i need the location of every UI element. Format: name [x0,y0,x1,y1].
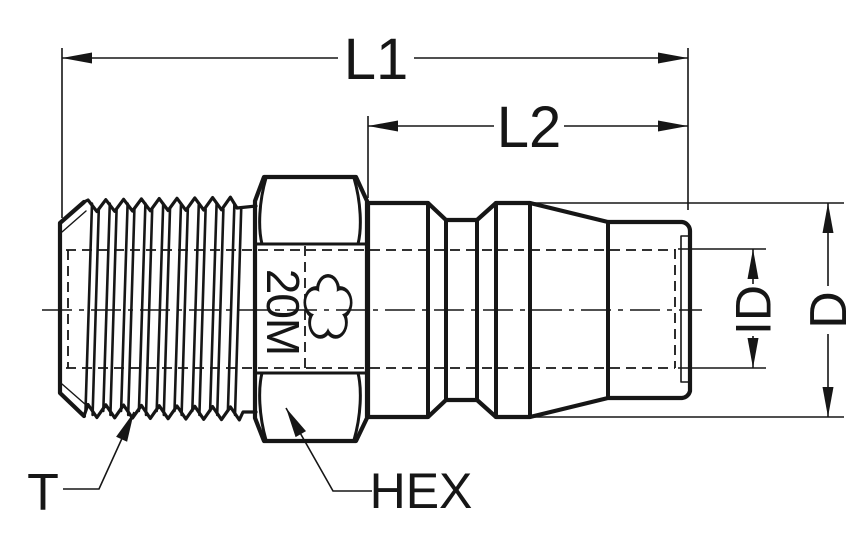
arrow-id-bottom [747,338,759,368]
dim-label-d: D [800,291,858,329]
callout-label-hex: HEX [370,463,473,519]
flower-logo-petal [319,277,337,302]
leader-line-t [63,411,135,490]
coupling-plug-outline [57,174,693,444]
callout-label-t: T [27,464,59,522]
leader-line-hex [285,407,372,492]
dim-label-l2: L2 [497,95,562,160]
arrow-d-top [822,203,834,233]
plug-body [365,200,693,420]
arrow-leader-hex [286,408,306,438]
flower-logo-petal [318,294,338,322]
hex-face-edges [258,176,362,442]
tail-inner-step [680,235,690,383]
arrow-l2-right [658,120,688,132]
dimension-arrowheads [62,52,834,442]
arrow-d-bottom [822,387,834,417]
arrow-l1-left [62,52,92,64]
thread-flank-lines [84,202,243,417]
arrow-leader-t [116,412,134,442]
hex-body [252,174,370,444]
arrow-l2-left [368,120,398,132]
arrow-l1-right [658,52,688,64]
dim-label-id: ID [726,285,782,335]
hex-marking-text: 20M [257,269,309,355]
arrow-id-top [747,249,759,279]
dim-label-l1: L1 [344,27,409,92]
hidden-bore-lines [66,246,676,371]
thread-chamfer-lines [61,210,87,406]
hex-chamfer-boundaries [255,242,367,375]
flower-logo-icon [303,274,353,339]
thread-end-face [57,199,87,419]
